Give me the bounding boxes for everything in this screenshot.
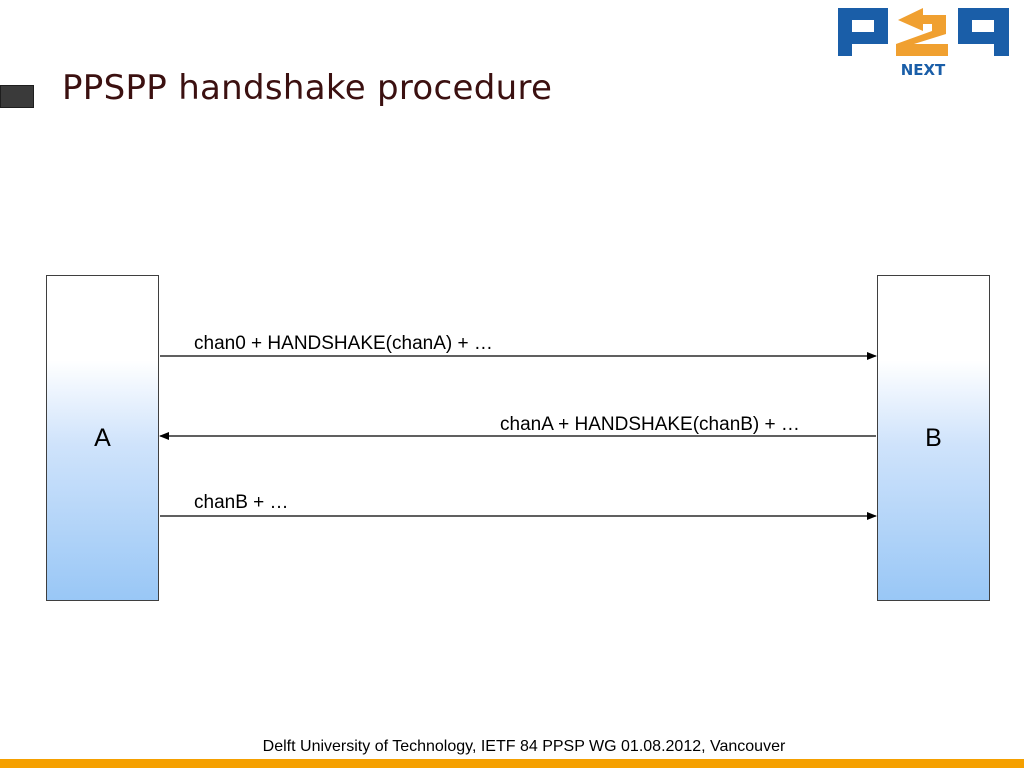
message-3-label: chanB + … xyxy=(194,492,289,513)
logo-next-text: NEXT xyxy=(901,61,946,79)
footer-bar xyxy=(0,759,1024,768)
entity-b-label: B xyxy=(925,423,942,452)
footer-text: Delft University of Technology, IETF 84 … xyxy=(262,738,786,755)
p2p-next-logo-icon: NEXT xyxy=(838,8,1009,79)
message-1-label: chan0 + HANDSHAKE(chanA) + … xyxy=(194,333,493,354)
entity-a-box: A xyxy=(46,275,159,601)
slide-title: PPSPP handshake procedure xyxy=(62,68,553,108)
entity-b-box: B xyxy=(877,275,990,601)
title-marker xyxy=(0,85,34,108)
entity-a-label: A xyxy=(94,423,111,452)
message-2-label: chanA + HANDSHAKE(chanB) + … xyxy=(500,414,800,435)
p2p-next-logo: NEXT xyxy=(836,4,1011,80)
